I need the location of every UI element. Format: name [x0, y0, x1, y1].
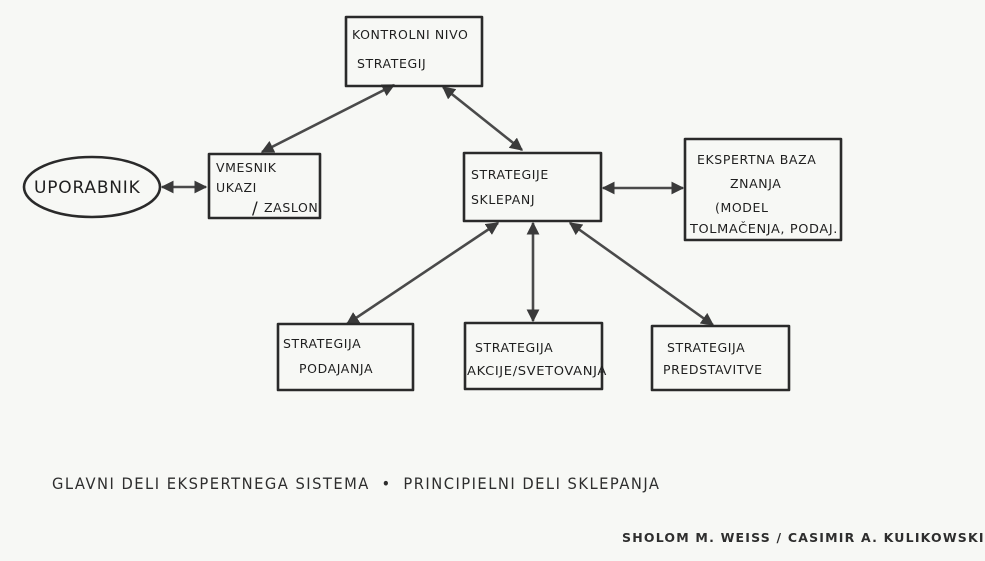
node-reasoning-line-1: STRATEGIJE: [471, 167, 549, 182]
node-control-level-line-2: STRATEGIJ: [357, 56, 426, 71]
node-data-strategy-line-2: PODAJANJA: [299, 361, 373, 376]
authors-credit: SHOLOM M. WEISS / CASIMIR A. KULIKOWSKI: [622, 530, 985, 545]
node-control-level-line-1: KONTROLNI NIVO: [352, 27, 468, 42]
node-representation-strategy-line-1: STRATEGIJA: [667, 340, 745, 355]
node-interface-line-1: VMESNIK: [216, 160, 277, 175]
node-action-strategy-line-2: AKCIJE/SVETOVANJA: [467, 363, 607, 378]
node-knowledge-base-line-2: ZNANJA: [730, 176, 781, 191]
edge-control-reasoning: [441, 85, 524, 152]
edge-interface-control: [260, 83, 396, 154]
node-action-strategy-box: [463, 321, 604, 391]
node-interface-line-3: ZASLON: [264, 200, 318, 215]
node-data-strategy: STRATEGIJA PODAJANJA: [276, 322, 415, 392]
node-user-label: UPORABNIK: [34, 178, 141, 198]
caption-left: GLAVNI DELI EKSPERTNEGA SISTEMA: [52, 474, 370, 493]
connectors: [160, 83, 715, 327]
node-action-strategy: STRATEGIJA AKCIJE/SVETOVANJA: [463, 321, 607, 391]
node-reasoning: STRATEGIJE SKLEPANJ: [462, 151, 603, 223]
node-representation-strategy-line-2: PREDSTAVITVE: [663, 362, 763, 377]
caption-separator: •: [381, 474, 392, 493]
caption-right: PRINCIPIELNI DELI SKLEPANJA: [403, 474, 661, 493]
node-knowledge-base-line-3: (MODEL: [715, 200, 769, 215]
node-interface: VMESNIK UKAZI / ZASLON: [207, 152, 322, 220]
node-control-level-box: [344, 15, 484, 88]
node-user-oval: [22, 155, 162, 219]
diagram-caption: GLAVNI DELI EKSPERTNEGA SISTEMA • PRINCI…: [52, 474, 660, 493]
node-user: UPORABNIK: [22, 155, 162, 219]
node-action-strategy-line-1: STRATEGIJA: [475, 340, 553, 355]
node-reasoning-line-2: SKLEPANJ: [471, 192, 535, 207]
node-reasoning-box: [462, 151, 603, 223]
node-interface-line-2: UKAZI: [216, 180, 257, 195]
edge-reasoning-data: [345, 221, 500, 326]
node-control-level: KONTROLNI NIVO STRATEGIJ: [344, 15, 484, 88]
node-knowledge-base-box: [683, 137, 843, 242]
node-interface-box: [207, 152, 322, 220]
node-representation-strategy: STRATEGIJA PREDSTAVITVE: [650, 324, 791, 392]
node-data-strategy-line-1: STRATEGIJA: [283, 336, 361, 351]
node-knowledge-base-line-4: TOLMAČENJA, PODAJ.: [689, 221, 838, 236]
edge-reasoning-representation: [568, 221, 715, 327]
node-knowledge-base-line-1: EKSPERTNA BAZA: [697, 152, 816, 167]
node-knowledge-base: EKSPERTNA BAZA ZNANJA (MODEL TOLMAČENJA,…: [683, 137, 843, 242]
node-data-strategy-box: [276, 322, 415, 392]
node-interface-slash: /: [252, 199, 259, 219]
node-representation-strategy-box: [650, 324, 791, 392]
